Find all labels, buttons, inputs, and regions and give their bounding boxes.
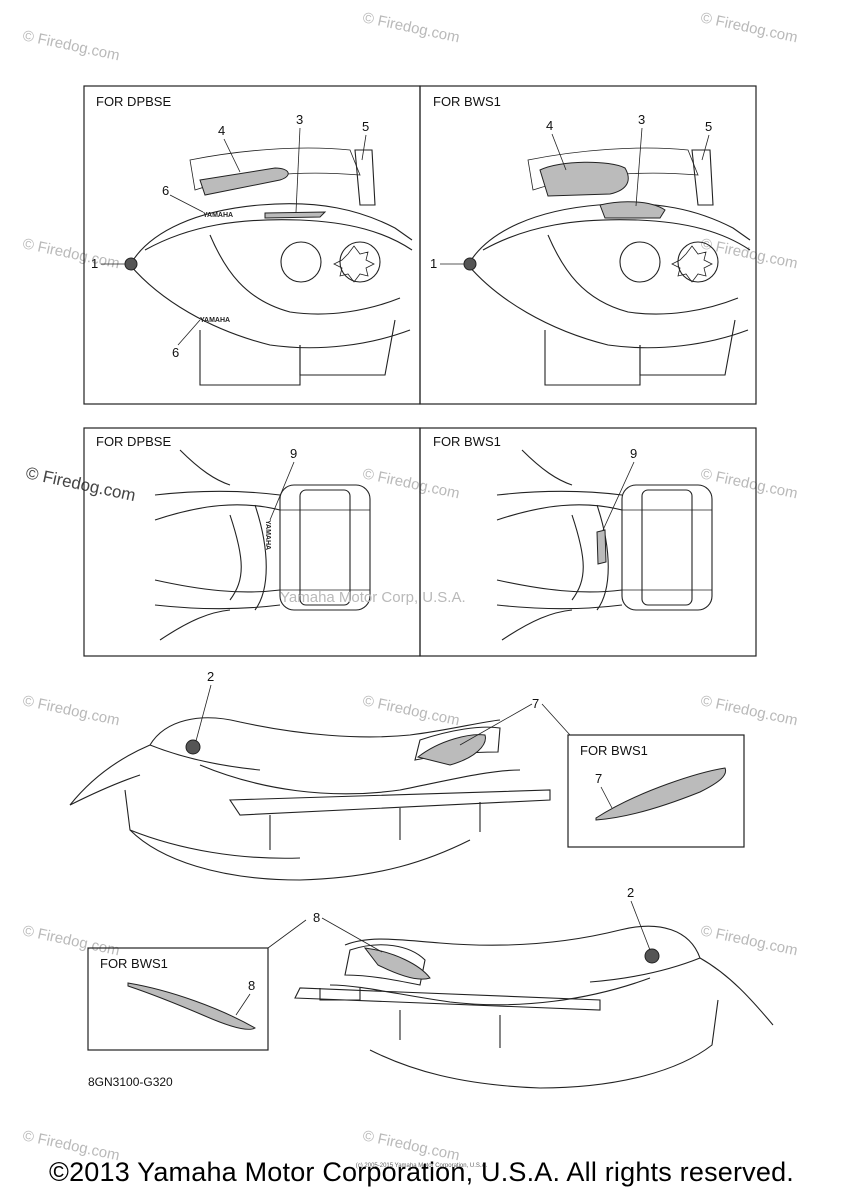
callout-2: 2 [627,885,634,900]
callout-9: 9 [290,446,297,461]
craft-side-view-2: 2 8 [267,885,774,1089]
callout-3: 3 [296,112,303,127]
callout-6: 6 [172,345,179,360]
inset-label-bws1: FOR BWS1 [580,743,648,758]
callout-5: 5 [362,119,369,134]
emblem-1 [124,257,138,271]
watermark-firedog: © Firedog.com [21,235,121,272]
decal-9: YAMAHA [264,520,271,550]
watermark-firedog: © Firedog.com [699,9,799,46]
watermark-firedog: © Firedog.com [361,692,461,729]
decal-4 [199,167,289,196]
craft-side-view-1: 2 7 [69,669,571,881]
middle-panels: FOR DPBSE FOR BWS1 YAMAHA 9 [83,427,757,657]
craft-front-view-left: YAMAHA YAMAHA [124,147,413,386]
part-code: 8GN3100-G320 [88,1075,173,1089]
decal-7-detail [595,767,727,821]
watermark-firedog: © Firedog.com [699,235,799,272]
craft-front-view-right [463,147,751,386]
callout-9: 9 [630,446,637,461]
callout-1: 1 [91,256,98,271]
decal-8-detail [127,982,257,1030]
callouts-top-left: 1 4 3 5 6 6 [91,112,369,360]
watermark-firedog-dark: © Firedog.com [24,463,137,505]
footer-copyright: ©2013 Yamaha Motor Corporation, U.S.A. A… [48,1157,795,1187]
callout-4: 4 [218,123,225,138]
watermark-firedog: © Firedog.com [361,9,461,46]
inset-bws1-7: FOR BWS1 7 [567,734,745,848]
watermark-firedog: © Firedog.com [699,692,799,729]
callout-5: 5 [705,119,712,134]
callout-2: 2 [207,669,214,684]
panel-label-dpbse: FOR DPBSE [96,94,171,109]
decal-4-bws1 [539,161,629,197]
callout-7: 7 [532,696,539,711]
callout-6: 6 [162,183,169,198]
watermark-firedog: © Firedog.com [21,692,121,729]
emblem-2 [644,948,660,964]
decal-3-bws1 [599,201,666,219]
decal-7 [416,734,486,766]
inset-label-bws1: FOR BWS1 [100,956,168,971]
callout-4: 4 [546,118,553,133]
callout-1: 1 [430,256,437,271]
watermark-yamaha: Yamaha Motor Corp, U.S.A. [280,589,466,606]
panel-label-bws1: FOR BWS1 [433,434,501,449]
watermark-firedog: © Firedog.com [699,922,799,959]
callouts-top-right: 1 4 3 5 [430,112,712,271]
inset-box-7 [567,734,745,848]
callout-8: 8 [248,978,255,993]
emblem-2 [185,739,201,755]
watermark-firedog: © Firedog.com [21,922,121,959]
panel-mid-right [419,427,757,657]
watermark-firedog: © Firedog.com [699,465,799,502]
watermark-firedog: © Firedog.com [361,465,461,502]
decal-3 [264,211,327,219]
craft-rear-top-right [496,449,713,641]
inset-box-8 [87,947,269,1051]
craft-rear-top-left: YAMAHA [154,449,371,641]
watermark-layer: © Firedog.com © Firedog.com © Firedog.co… [21,9,799,1164]
callout-3: 3 [638,112,645,127]
panel-label-dpbse: FOR DPBSE [96,434,171,449]
top-panels: FOR DPBSE FOR BWS1 YAMAHA YAMAHA 1 4 [83,85,757,405]
inset-bws1-8: FOR BWS1 8 [87,947,269,1051]
watermark-firedog: © Firedog.com [21,27,121,64]
decal-8 [363,947,431,980]
decal-9-bws1 [596,529,607,565]
emblem-1 [463,257,477,271]
decal-6-upper: YAMAHA [203,212,233,219]
callout-7: 7 [595,771,602,786]
panel-top-right [419,85,757,405]
panel-label-bws1: FOR BWS1 [433,94,501,109]
decal-6-lower: YAMAHA [200,317,230,324]
callout-8: 8 [313,910,320,925]
tiny-copyright: (c) 2005-2015 Yamaha Motor Corporation, … [355,1163,488,1169]
